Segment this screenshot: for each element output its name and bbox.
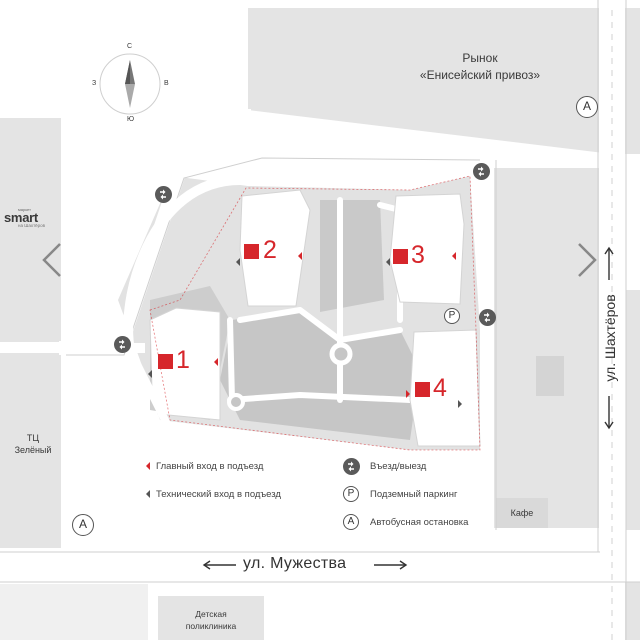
cafe-building — [496, 498, 548, 528]
block-smart — [0, 118, 66, 342]
mall-line2: Зелёный — [14, 445, 52, 455]
legend-parking: Подземный паркинг — [370, 489, 458, 500]
clinic-line1: Детская — [195, 609, 227, 619]
block-clinic — [158, 596, 264, 640]
legend-entry-exit: Въезд/выезд — [370, 461, 427, 472]
courtyard-north — [320, 200, 384, 312]
tech-entrance-markers — [148, 258, 462, 408]
legend-entry-exit-icon — [343, 458, 360, 475]
courtyard-circle-west — [227, 393, 245, 411]
bus-stop-icon: A — [72, 514, 94, 536]
parking-icon: P — [444, 308, 460, 324]
complex-border — [149, 175, 481, 451]
compass-south: Ю — [127, 116, 135, 123]
building-1-number[interactable]: 1 — [176, 346, 190, 374]
courtyard-main — [220, 310, 420, 440]
small-building-right — [536, 356, 564, 396]
market-line1: Рынок — [462, 51, 498, 65]
compass-north: С — [127, 43, 133, 50]
compass-east: В — [164, 80, 169, 87]
market-line2: «Енисейский привоз» — [419, 68, 541, 82]
building-4-number[interactable]: 4 — [433, 374, 447, 402]
building-3-number[interactable]: 3 — [411, 241, 425, 269]
entry-exit-icon — [114, 336, 131, 353]
market-label: Рынок «Енисейский привоз» — [380, 50, 580, 84]
building-4-marker — [415, 382, 430, 397]
smart-logo-text: smart — [4, 210, 38, 225]
street-right-arrows — [604, 246, 614, 430]
smart-super: маркет — [18, 207, 31, 212]
smart-logo: маркет smart на Шахтёров — [4, 207, 64, 228]
legend-main-entrance-icon — [146, 462, 150, 470]
entry-exit-icon — [479, 309, 496, 326]
inner-loop-road — [123, 175, 241, 351]
building-2-shape — [239, 189, 311, 307]
legend-tech-entrance: Технический вход в подъезд — [156, 489, 281, 500]
legend-tech-entrance-icon — [146, 490, 150, 498]
courtyard-roundabout — [329, 342, 353, 366]
smart-sub: на Шахтёров — [18, 223, 46, 228]
block-right — [488, 168, 600, 528]
legend-bus-stop: Автобусная остановка — [370, 517, 469, 528]
mall-line1: ТЦ — [26, 433, 40, 443]
building-4-shape — [409, 329, 481, 447]
street-right-label: ул. Шахтёров — [602, 294, 618, 382]
building-1-marker — [158, 354, 173, 369]
chevron-left-icon[interactable] — [40, 240, 64, 280]
street-bottom-arrows — [202, 560, 408, 570]
entry-exit-icon — [155, 186, 172, 203]
building-2-number[interactable]: 2 — [263, 236, 277, 264]
mall-label: ТЦ Зелёный — [2, 432, 64, 456]
entry-exit-icon — [473, 163, 490, 180]
chevron-right-icon[interactable] — [575, 240, 599, 280]
block-right-edge — [626, 290, 640, 530]
street-bottom-label: ул. Мужества — [243, 555, 347, 572]
compass-icon — [99, 53, 161, 115]
main-entrance-markers — [214, 252, 456, 398]
block-bottom-left — [0, 584, 148, 640]
cafe-label: Кафе — [510, 508, 534, 518]
clinic-line2: поликлиника — [185, 621, 237, 631]
legend-main-entrance: Главный вход в подъезд — [156, 461, 264, 472]
compass-west: З — [92, 80, 97, 87]
block-mall — [0, 352, 66, 548]
block-market — [248, 8, 612, 154]
bus-stop-icon: A — [576, 96, 598, 118]
building-3-marker — [393, 249, 408, 264]
legend-parking-icon: P — [343, 486, 359, 502]
building-2-marker — [244, 244, 259, 259]
clinic-label: Детская поликлиника — [158, 608, 264, 632]
legend-bus-stop-icon: A — [343, 514, 359, 530]
